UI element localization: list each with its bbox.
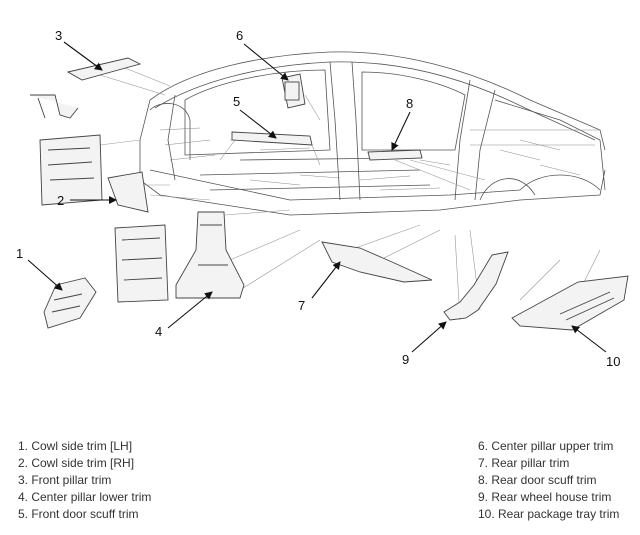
legend-item-4: 4. Center pillar lower trim — [18, 490, 152, 504]
leader-7 — [311, 261, 341, 299]
leader-6 — [243, 43, 289, 81]
legend-item-6: 6. Center pillar upper trim — [478, 439, 614, 453]
legend-right-column: 6. Center pillar upper trim 7. Rear pill… — [478, 438, 619, 523]
exploded-parts-diagram: 1 2 3 4 5 6 7 8 9 10 — [16, 28, 629, 369]
callout-labels: 1 2 3 4 5 6 7 8 9 10 — [16, 28, 620, 369]
part-center-pillar-lower-trim — [175, 211, 245, 299]
inset-cowl-area — [39, 134, 103, 206]
part-center-pillar-upper-trim — [281, 73, 306, 109]
inset-center-pillar-lower-area — [114, 224, 169, 303]
leader-8 — [391, 111, 411, 151]
leader-5 — [239, 109, 277, 139]
part-rear-package-tray-trim — [511, 275, 629, 331]
callout-9: 9 — [402, 352, 409, 367]
legend-item-3: 3. Front pillar trim — [18, 473, 112, 487]
callout-2: 2 — [57, 193, 64, 208]
callout-7: 7 — [298, 298, 305, 313]
legend-item-5: 5. Front door scuff trim — [18, 507, 139, 521]
part-front-door-scuff-trim — [231, 131, 313, 146]
legend-left-column: 1. Cowl side trim [LH] 2. Cowl side trim… — [18, 438, 151, 523]
part-rear-door-scuff-trim — [367, 149, 423, 161]
callout-8: 8 — [406, 96, 413, 111]
legend-item-2: 2. Cowl side trim [RH] — [18, 456, 135, 470]
part-rear-wheel-house-trim — [443, 251, 509, 321]
callout-6: 6 — [236, 28, 243, 43]
leader-4 — [167, 291, 213, 329]
leader-3 — [63, 41, 103, 71]
legend-item-10: 10. Rear package tray trim — [478, 507, 620, 521]
part-rear-pillar-trim — [321, 241, 433, 283]
callout-4: 4 — [155, 324, 162, 339]
legend-item-1: 1. Cowl side trim [LH] — [18, 439, 133, 453]
leader-1 — [27, 259, 63, 291]
callout-10: 10 — [606, 354, 620, 369]
legend-item-9: 9. Rear wheel house trim — [478, 490, 612, 504]
part-cowl-side-trim-lh — [43, 277, 97, 329]
body-detail-lines — [159, 127, 600, 191]
legend-item-7: 7. Rear pillar trim — [478, 456, 570, 470]
part-cowl-side-trim-rh — [107, 171, 149, 213]
vehicle-body-structure — [139, 51, 606, 216]
leader-lines — [27, 41, 607, 353]
callout-5: 5 — [233, 94, 240, 109]
leader-9 — [411, 321, 447, 353]
callout-3: 3 — [55, 28, 62, 43]
leader-10 — [571, 325, 607, 353]
legend-item-8: 8. Rear door scuff trim — [478, 473, 597, 487]
callout-1: 1 — [16, 246, 23, 261]
part-front-pillar-trim — [30, 57, 142, 119]
